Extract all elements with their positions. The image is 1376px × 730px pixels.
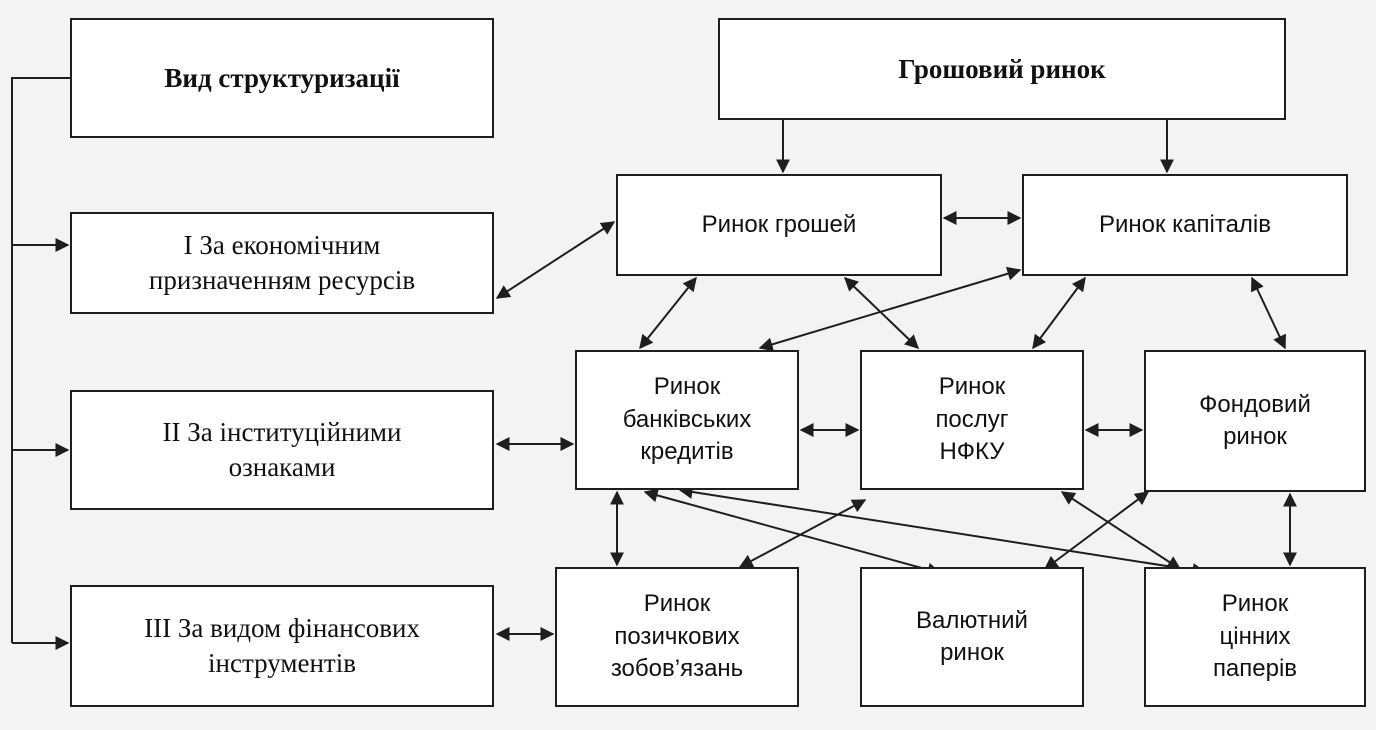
nfku-services-market-node: Ринок послуг НФКУ	[860, 350, 1084, 490]
bank-credit-market-node: Ринок банківських кредитів	[575, 350, 799, 490]
fx-market-label: Валютний ринок	[916, 606, 1028, 666]
securities-market-label: Ринок цінних паперів	[1212, 590, 1298, 683]
loan-obligations-market-label: Ринок позичкових зобов’язань	[610, 590, 744, 683]
criterion-instruments-label: ІІІ За видом фінансових інструментів	[144, 613, 420, 678]
arrow-capital-stock	[1251, 276, 1286, 350]
arrow-capital-bank	[758, 266, 1022, 352]
capital-market-node: Ринок капіталів	[1022, 174, 1348, 276]
arrow-nfku-loan	[738, 499, 867, 568]
fx-market-node: Валютний ринок	[860, 567, 1084, 707]
money-market-node: Ринок грошей	[616, 174, 942, 276]
bracket-line	[11, 77, 70, 643]
criterion-institutional-box: ІІ За інституційними ознаками	[70, 390, 494, 510]
money-market-box: Грошовий ринок	[718, 18, 1286, 120]
stock-market-node: Фондовий ринок	[1144, 350, 1366, 492]
money-market-label: Грошовий ринок	[898, 53, 1106, 84]
securities-market-node: Ринок цінних паперів	[1144, 567, 1366, 707]
money-market-node-label: Ринок грошей	[701, 210, 857, 238]
stock-market-label: Фондовий ринок	[1199, 390, 1311, 450]
arrow-nfku-securities	[1060, 491, 1182, 570]
arrow-money-nfku	[843, 277, 920, 349]
bank-credit-market-label: Ринок банківських кредитів	[622, 373, 752, 466]
structuring-type-box: Вид структуризації	[70, 18, 494, 138]
arrow-bank-securities	[678, 485, 1207, 577]
capital-market-node-label: Ринок капіталів	[1098, 210, 1272, 238]
arrow-capital-nfku	[1032, 276, 1086, 350]
arrow-stock-fx	[1043, 491, 1150, 570]
arrow-economic-money	[495, 221, 616, 299]
criterion-economic-label: І За економічним призначенням ресурсів	[148, 230, 416, 295]
arrow-bank-fx	[643, 488, 942, 577]
loan-obligations-market-node: Ринок позичкових зобов’язань	[555, 567, 799, 707]
structuring-type-label: Вид структуризації	[164, 62, 400, 93]
criterion-economic-box: І За економічним призначенням ресурсів	[70, 212, 494, 314]
criterion-instruments-box: ІІІ За видом фінансових інструментів	[70, 585, 494, 707]
criterion-institutional-label: ІІ За інституційними ознаками	[162, 417, 402, 482]
arrow-money-bank	[639, 276, 697, 350]
nfku-services-market-label: Ринок послуг НФКУ	[935, 373, 1009, 466]
